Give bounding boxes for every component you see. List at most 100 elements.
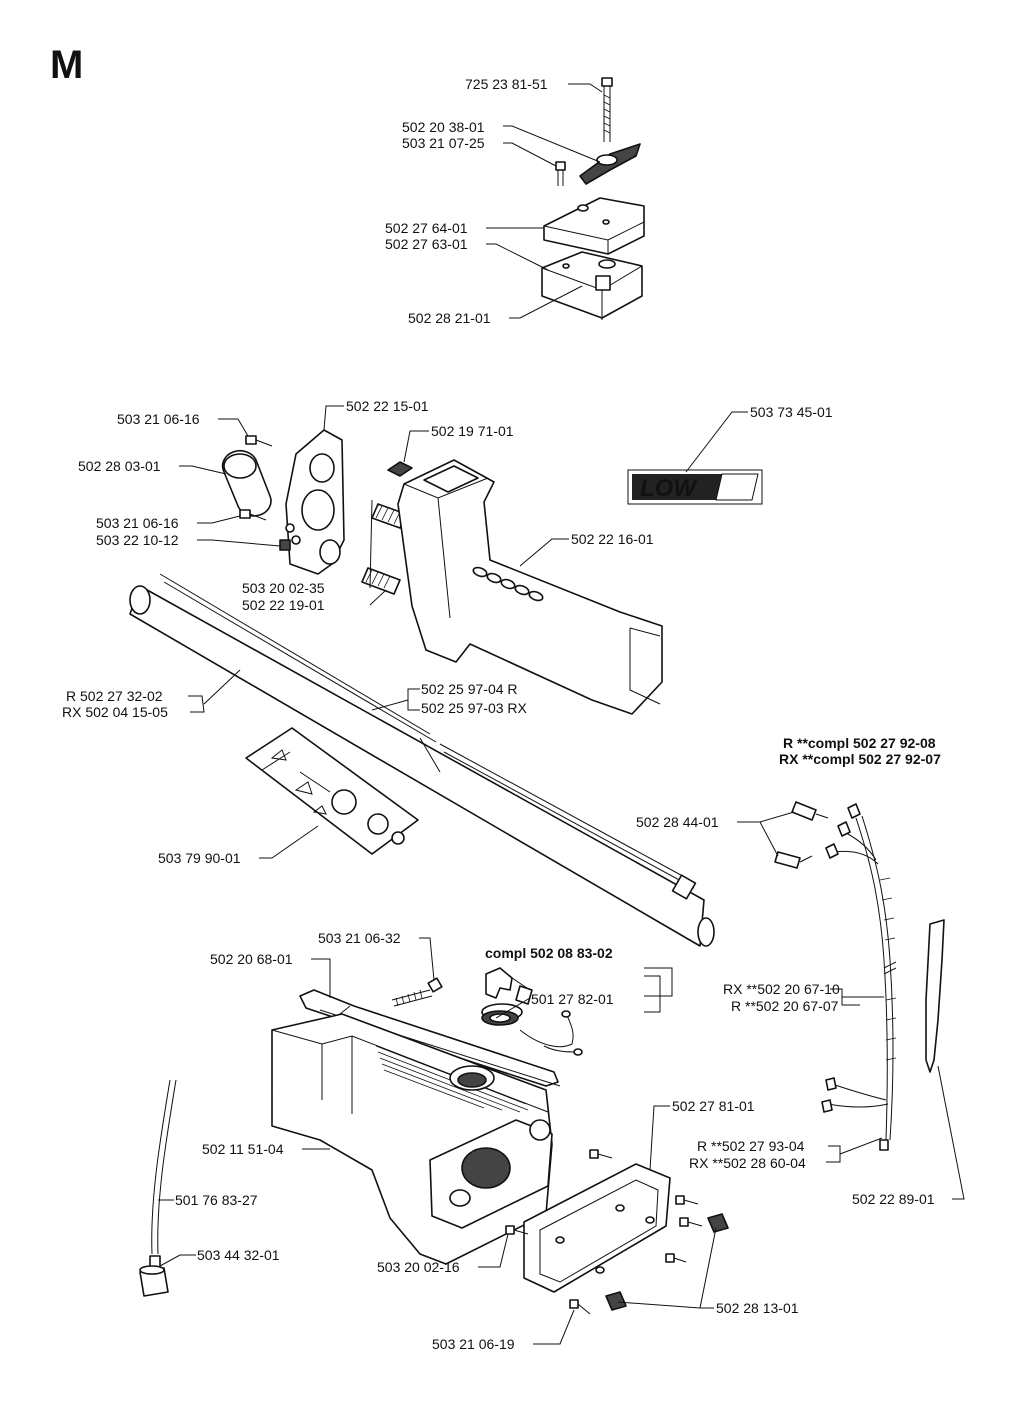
cover-screws: [505, 1149, 703, 1315]
grommets: [605, 1213, 729, 1311]
svg-text:503 20 02-35: 503 20 02-35: [242, 580, 325, 596]
callout-502-25-97-04-r: 502 25 97-04 R: [371, 681, 518, 711]
svg-text:502 25 97-04 R: 502 25 97-04 R: [421, 681, 518, 697]
svg-text:502 27 63-01: 502 27 63-01: [385, 236, 468, 252]
callout-503-21-07-25: 503 21 07-25: [402, 135, 557, 167]
svg-text:501 76 83-27: 501 76 83-27: [175, 1192, 258, 1208]
callout-r-502-27-32-02: R 502 27 32-02: [66, 669, 241, 713]
svg-text:R **502 20 67-07: R **502 20 67-07: [731, 998, 839, 1014]
callout-503-21-06-19: 503 21 06-19: [432, 1309, 575, 1352]
svg-text:502 28 21-01: 502 28 21-01: [408, 310, 491, 326]
callout-502-28-13-01: 502 28 13-01: [617, 1227, 799, 1316]
screw-06-32: [391, 977, 443, 1007]
svg-text:502 22 16-01: 502 22 16-01: [571, 531, 654, 547]
callout-503-79-90-01: 503 79 90-01: [158, 825, 319, 866]
callout-502-27-63-01: 502 27 63-01: [385, 236, 549, 271]
svg-text:502 22 15-01: 502 22 15-01: [346, 398, 429, 414]
nut: [279, 539, 291, 551]
fuel-pickup-line: [151, 1079, 177, 1255]
callout-502-11-51-04: 502 11 51-04: [202, 1141, 330, 1157]
callout-502-22-16-01: 502 22 16-01: [519, 531, 654, 567]
handle-housing: [397, 459, 663, 715]
clamp-upper: [543, 197, 645, 255]
kit-heading-rx: RX **compl 502 27 92-07: [779, 751, 941, 767]
svg-text:503 73 45-01: 503 73 45-01: [750, 404, 833, 420]
svg-text:503 21 06-32: 503 21 06-32: [318, 930, 401, 946]
callout-503-21-06-16-top: 503 21 06-16: [117, 411, 249, 437]
svg-text:502 27 64-01: 502 27 64-01: [385, 220, 468, 236]
tank-cover: [523, 1163, 671, 1293]
svg-text:502 22 89-01: 502 22 89-01: [852, 1191, 935, 1207]
callout-502-27-81-01: 502 27 81-01: [649, 1098, 755, 1171]
callout-502-28-21-01: 502 28 21-01: [408, 285, 583, 326]
svg-text:501 27 82-01: 501 27 82-01: [531, 991, 614, 1007]
callout-rx-502-20-67-10: RX **502 20 67-10: [723, 981, 884, 1006]
svg-text:RX **502 20 67-10: RX **502 20 67-10: [723, 981, 840, 997]
callout-503-20-02-16: 503 20 02-16: [377, 1233, 509, 1275]
kit-heading-r: R **compl 502 27 92-08: [783, 735, 936, 751]
callout-503-22-10-12: 503 22 10-12: [96, 532, 281, 548]
callout-502-28-03-01: 502 28 03-01: [78, 458, 227, 475]
svg-text:RX **502 28 60-04: RX **502 28 60-04: [689, 1155, 806, 1171]
svg-text:R **502 27 93-04: R **502 27 93-04: [697, 1138, 805, 1154]
callout-502-25-97-03-rx: 502 25 97-03 RX: [421, 700, 528, 716]
callout-502-28-44-01: 502 28 44-01: [636, 811, 795, 857]
section-letter: M: [50, 43, 83, 87]
callout-502-22-19-01: 502 22 19-01: [242, 589, 387, 613]
svg-text:R 502 27 32-02: R 502 27 32-02: [66, 688, 163, 704]
svg-text:502 27 81-01: 502 27 81-01: [672, 1098, 755, 1114]
svg-text:502 28 44-01: 502 28 44-01: [636, 814, 719, 830]
terminal-connectors: [774, 801, 829, 869]
svg-text:502 22 19-01: 502 22 19-01: [242, 597, 325, 613]
callout-rx-502-04-15-05: RX 502 04 15-05: [62, 704, 168, 720]
fuel-filter: [139, 1255, 169, 1297]
svg-text:502 28 13-01: 502 28 13-01: [716, 1300, 799, 1316]
svg-text:502 19 71-01: 502 19 71-01: [431, 423, 514, 439]
svg-text:502 25 97-03 RX: 502 25 97-03 RX: [421, 700, 528, 716]
cap-kit-heading: compl 502 08 83-02: [485, 945, 613, 961]
low-decal: LOW: [627, 469, 763, 505]
safety-decal: [245, 727, 419, 855]
svg-text:RX 502 04 15-05: RX 502 04 15-05: [62, 704, 168, 720]
small-screw: [555, 161, 566, 186]
callout-725-23-81-51: 725 23 81-51: [465, 76, 603, 93]
clamp-lower: [541, 251, 643, 320]
wiring-harness: [821, 803, 897, 1151]
fuel-hose-assembly: [519, 1010, 583, 1056]
svg-text:502 20 68-01: 502 20 68-01: [210, 951, 293, 967]
svg-text:503 20 02-16: 503 20 02-16: [377, 1259, 460, 1275]
svg-text:503 21 06-19: 503 21 06-19: [432, 1336, 515, 1352]
callout-r-502-20-67-07: R **502 20 67-07: [731, 998, 839, 1014]
svg-text:503 21 06-16: 503 21 06-16: [117, 411, 200, 427]
screw-mid: [239, 509, 267, 521]
callout-501-27-82-01: 501 27 82-01: [495, 967, 673, 1019]
callout-503-73-45-01: 503 73 45-01: [685, 404, 833, 473]
svg-text:502 20 38-01: 502 20 38-01: [402, 119, 485, 135]
callout-502-27-64-01: 502 27 64-01: [385, 220, 544, 236]
clamp-bolt: [601, 77, 613, 142]
svg-text:503 79 90-01: 503 79 90-01: [158, 850, 241, 866]
callout-502-22-89-01: 502 22 89-01: [852, 1065, 965, 1207]
callout-503-20-02-35: 503 20 02-35: [242, 499, 373, 596]
svg-text:502 11 51-04: 502 11 51-04: [202, 1141, 284, 1157]
svg-text:503 22 10-12: 503 22 10-12: [96, 532, 179, 548]
svg-text:503 44 32-01: 503 44 32-01: [197, 1247, 280, 1263]
decal-logo-text: LOW: [640, 475, 698, 502]
svg-text:725 23 81-51: 725 23 81-51: [465, 76, 548, 92]
svg-text:503 21 06-16: 503 21 06-16: [96, 515, 179, 531]
svg-text:502 28 03-01: 502 28 03-01: [78, 458, 161, 474]
callout-503-21-06-32: 503 21 06-32: [318, 930, 435, 981]
screw-top: [245, 435, 273, 447]
handle-bracket: [285, 429, 345, 575]
shaft-tube: [129, 573, 715, 947]
callout-502-22-15-01: 502 22 15-01: [323, 398, 429, 431]
callout-502-19-71-01: 502 19 71-01: [403, 423, 514, 463]
callout-503-44-32-01: 503 44 32-01: [159, 1247, 280, 1267]
callout-502-20-68-01: 502 20 68-01: [210, 951, 331, 998]
callout-rx-502-28-60-04: RX **502 28 60-04: [689, 1155, 806, 1171]
fuel-tank: [271, 1013, 553, 1265]
callout-r-502-27-93-04: R **502 27 93-04: [697, 1137, 883, 1163]
wing-knob: [579, 143, 641, 185]
callout-502-20-38-01: 502 20 38-01: [402, 119, 601, 163]
